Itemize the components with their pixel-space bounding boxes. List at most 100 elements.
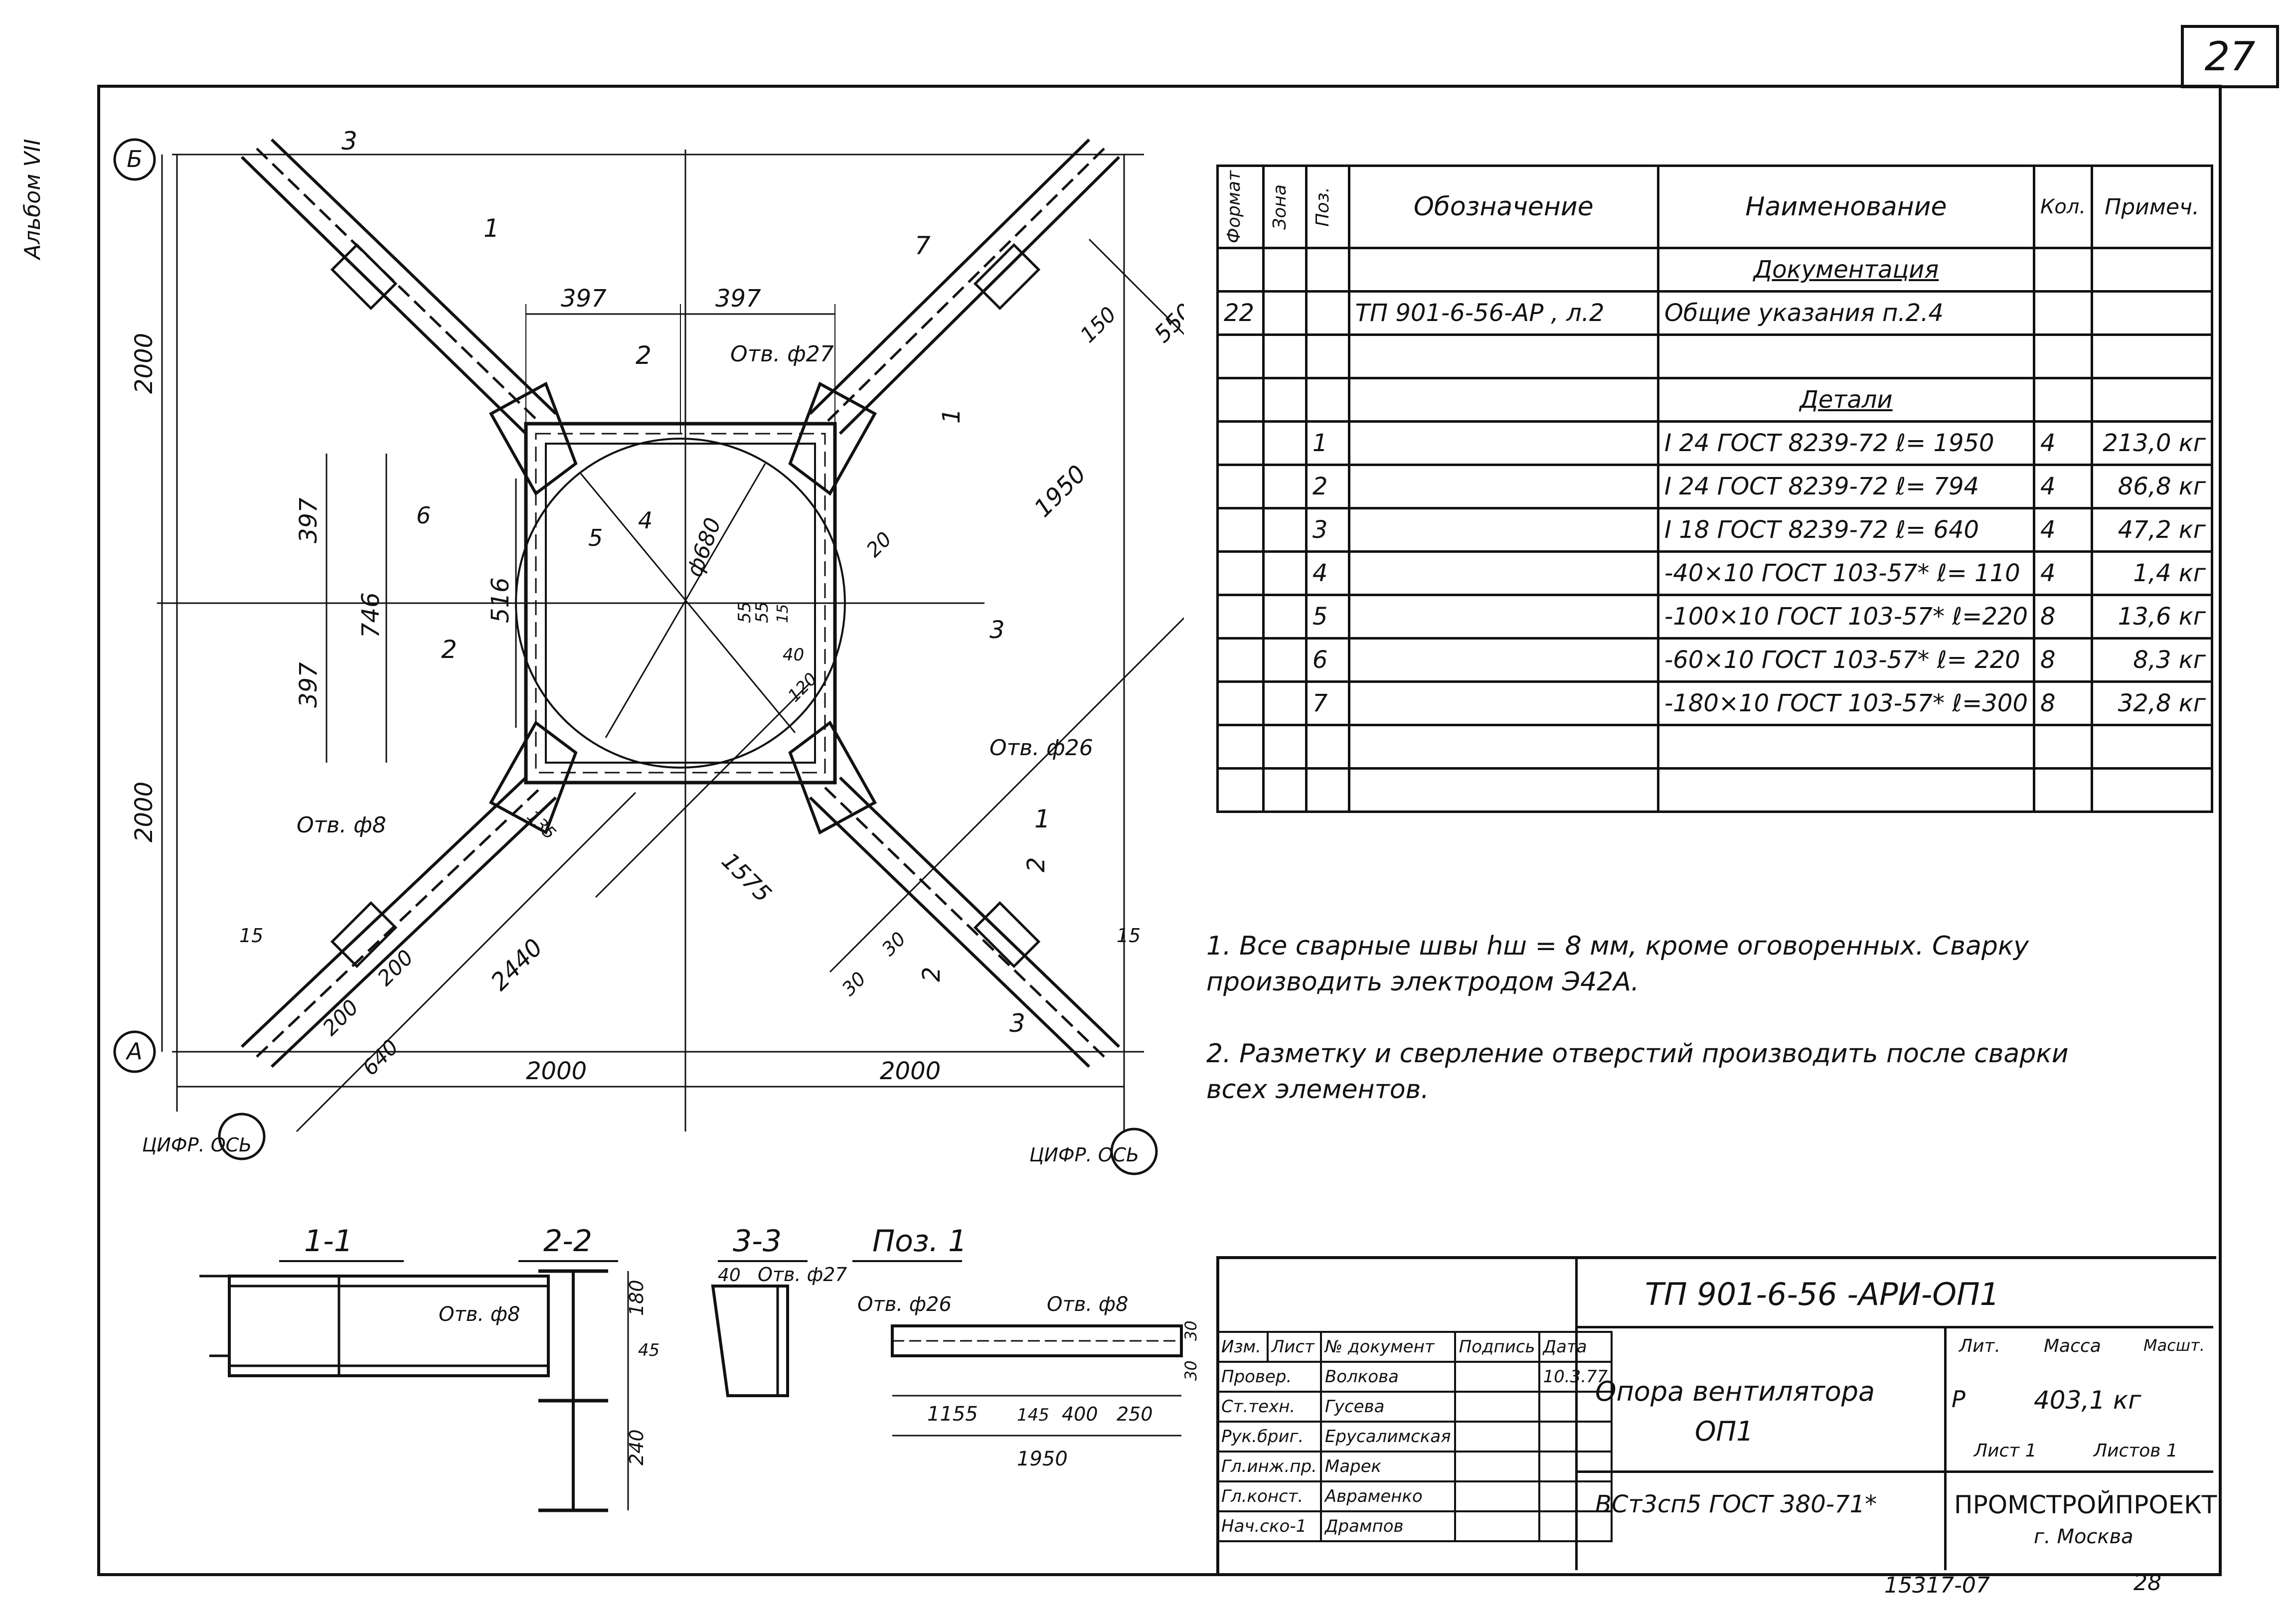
note-1: 1. Все сварные швы hш = 8 мм, кроме огов… [1206, 931, 2029, 997]
row-qty: 8 [2032, 637, 2094, 683]
row-pos: 7 [1305, 680, 1350, 726]
sheet-label: Лист 1 [1974, 1441, 2037, 1461]
dim-55-a: 55 [735, 602, 755, 623]
hdr-format: Формат [1224, 170, 1244, 244]
lit-label: Лит. [1959, 1336, 2000, 1356]
mass-value: 403,1 кг [2034, 1386, 2141, 1415]
stamp-person-row: Рук.бриг.Ерусалимская [1216, 1421, 1613, 1453]
hdr-designation: Обозначение [1347, 164, 1659, 249]
hdr-name: Наименование [1656, 164, 2036, 249]
section-1-1: 1-1 [304, 1224, 353, 1259]
pos-1-bottom: 1 [1034, 805, 1050, 833]
doc-format: 22 [1216, 290, 1265, 336]
plan-view: Б А ЦИФР. ОСЬ ЦИФР. ОСЬ 397 397 397 397 … [113, 127, 1184, 1175]
row-name: -100×10 ГОСТ 103-57* ℓ=220 [1656, 594, 2036, 640]
role: Нач.ско-1 [1216, 1510, 1322, 1542]
poz1-dim-1950: 1950 [1017, 1448, 1068, 1470]
poz1-dim-1155: 1155 [927, 1403, 978, 1426]
poz1-dim-145: 145 [1017, 1405, 1049, 1425]
dim-746: 746 [357, 592, 385, 638]
dim-397-left: 397 [561, 285, 607, 313]
hole-8-label: Отв. ф8 [297, 812, 386, 838]
stamp-divider [1575, 1256, 1578, 1570]
hdr-note: Примеч. [2091, 164, 2213, 249]
dim-516: 516 [487, 577, 514, 623]
s33-hole27: Отв. ф27 [758, 1264, 847, 1286]
row-name: -60×10 ГОСТ 103-57* ℓ= 220 [1656, 637, 2036, 683]
dim-phi680: ф680 [681, 514, 726, 580]
section-details: Детали [1656, 377, 2036, 423]
dim-15-left: 15 [239, 925, 263, 947]
row-qty: 8 [2032, 680, 2094, 726]
drawing-title-2: ОП1 [1695, 1416, 1754, 1447]
section-3-3: 3-3 [733, 1224, 782, 1259]
stamp-person-row: Ст.техн.Гусева [1216, 1391, 1613, 1423]
row-note: 13,6 кг [2091, 594, 2213, 640]
row-name: -40×10 ГОСТ 103-57* ℓ= 110 [1656, 550, 2036, 596]
dim-550: 550 [1149, 298, 1184, 348]
axis-note-right: ЦИФР. ОСЬ [1029, 1144, 1139, 1166]
person: Волкова [1319, 1361, 1456, 1393]
album-label: Альбом VII [20, 139, 45, 259]
cut-2-plan-a: 2 [1022, 857, 1050, 872]
cut-1-plan: 1 [938, 408, 966, 424]
stamp-person-row: Гл.инж.пр.Марек [1216, 1451, 1613, 1482]
section-docs: Документация [1656, 247, 2036, 293]
pos-3-top: 3 [341, 127, 357, 156]
dim-2000-h2: 2000 [880, 1057, 941, 1085]
dim-200-b: 200 [372, 945, 418, 990]
row-pos: 3 [1305, 507, 1350, 553]
dim-1575: 1575 [716, 847, 777, 908]
dim-30-b: 30 [877, 928, 910, 960]
spec-empty-row [1216, 724, 2213, 770]
dim-397-right: 397 [715, 285, 761, 313]
notes: 1. Все сварные швы hш = 8 мм, кроме огов… [1206, 892, 2203, 1143]
row-name: -180×10 ГОСТ 103-57* ℓ=300 [1656, 680, 2036, 726]
spec-header-row: Формат Зона Поз. Обозначение Наименовани… [1216, 164, 2213, 249]
row-note: 213,0 кг [2091, 420, 2213, 466]
dim-15-c: 15 [774, 604, 792, 623]
cut-2-plan-b: 2 [918, 967, 946, 982]
row-name: I 24 ГОСТ 8239-72 ℓ= 794 [1656, 464, 2036, 509]
axis-a-label: А [125, 1038, 142, 1065]
spec-doc-row: 22 ТП 901-6-56-АР , л.2 Общие указания п… [1216, 290, 2213, 336]
role: Провер. [1216, 1361, 1322, 1393]
pos-1-top: 1 [484, 214, 499, 243]
pos-2-top: 2 [636, 341, 652, 370]
col-sign: Подпись [1454, 1331, 1540, 1363]
spec-table: Формат Зона Поз. Обозначение Наименовани… [1216, 164, 2213, 813]
stamp-header-row: Изм. Лист № документ Подпись Дата [1216, 1331, 1613, 1363]
hole-26-label: Отв. ф26 [989, 735, 1093, 761]
dim-55-b: 55 [752, 602, 772, 623]
person: Марек [1319, 1451, 1456, 1482]
stamp-person-row: Гл.конст.Авраменко [1216, 1480, 1613, 1512]
row-pos: 1 [1305, 420, 1350, 466]
row-name: I 18 ГОСТ 8239-72 ℓ= 640 [1656, 507, 2036, 553]
page-number-text: 27 [2204, 33, 2256, 80]
row-pos: 4 [1305, 550, 1350, 596]
doc-code: ТП 901-6-56 -АРИ-ОП1 [1645, 1276, 2000, 1312]
dim-40: 40 [783, 645, 804, 665]
hole-27-label: Отв. ф27 [730, 341, 834, 367]
page-number: 27 [2181, 25, 2279, 88]
person: Дрампов [1319, 1510, 1456, 1542]
mass-label: Масса [2044, 1336, 2101, 1356]
dim-2440: 2440 [486, 934, 548, 996]
col-list: Лист [1266, 1331, 1322, 1363]
spec-section-docs: Документация [1216, 247, 2213, 293]
axis-b-label: Б [127, 146, 143, 172]
pos-2-left: 2 [441, 635, 457, 664]
section-2-2: 2-2 [543, 1224, 592, 1259]
col-izm: Изм. [1216, 1331, 1269, 1363]
dim-640: 640 [357, 1035, 403, 1080]
dim-397-v2: 397 [295, 662, 323, 708]
role: Ст.техн. [1216, 1391, 1322, 1423]
sheets-label: Листов 1 [2094, 1441, 2178, 1461]
axis-note-left: ЦИФР. ОСЬ [142, 1134, 252, 1156]
drawing-title: Опора вентилятора [1595, 1376, 1875, 1407]
